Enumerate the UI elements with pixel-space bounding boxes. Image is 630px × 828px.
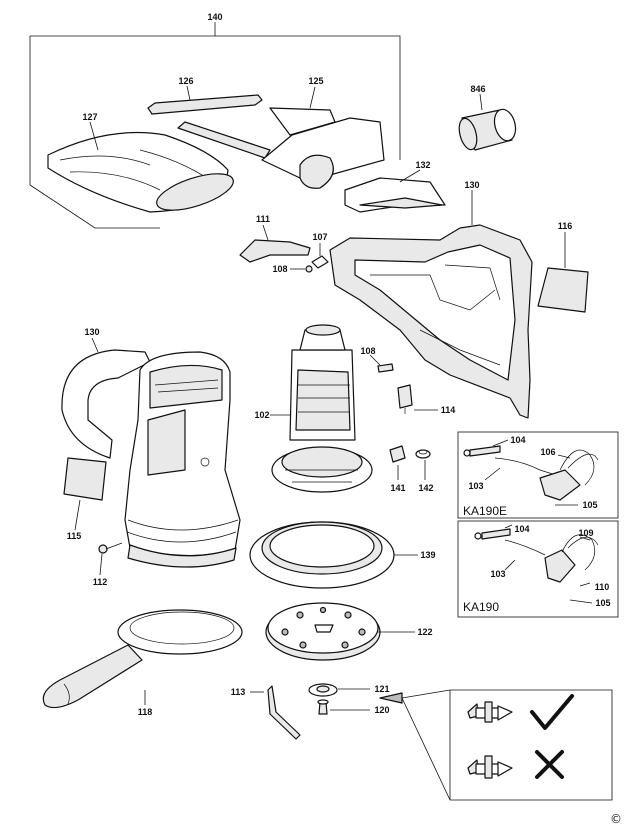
part-126-plate[interactable] xyxy=(147,85,263,115)
check-mark-icon xyxy=(530,694,574,730)
label-121: 121 xyxy=(374,684,389,694)
label-115: 115 xyxy=(67,531,82,541)
label-141: 141 xyxy=(390,483,405,493)
part-122-sanding-pad[interactable] xyxy=(265,602,415,661)
label-132: 132 xyxy=(415,160,430,170)
label-118: 118 xyxy=(138,707,153,717)
label-113: 113 xyxy=(231,687,246,697)
model-label-ka190e: KA190E xyxy=(463,504,507,518)
part-112-screw[interactable] xyxy=(98,542,123,576)
label-108-mid: 108 xyxy=(360,346,375,356)
label-102: 102 xyxy=(254,410,269,420)
part-142-spring[interactable] xyxy=(415,449,431,480)
label-120: 120 xyxy=(374,705,389,715)
model-label-ka190: KA190 xyxy=(463,600,499,614)
part-107-spring[interactable] xyxy=(311,243,329,269)
cross-mark-icon xyxy=(535,750,564,779)
part-141-brush-holder[interactable] xyxy=(389,445,406,480)
dust-kit-group-bracket xyxy=(29,22,401,229)
label-116: 116 xyxy=(558,221,573,231)
label-106: 106 xyxy=(540,447,555,457)
label-109: 109 xyxy=(578,528,593,538)
part-132-nozzle[interactable] xyxy=(344,169,446,213)
label-103-ka190e: 103 xyxy=(468,481,483,491)
part-130-housing-half[interactable] xyxy=(329,190,533,419)
inset-ka190e xyxy=(457,431,619,519)
label-126: 126 xyxy=(178,76,193,86)
label-104-ka190: 104 xyxy=(514,524,529,534)
incorrect-assembly-illustration xyxy=(467,755,513,779)
part-139-skirt-ring[interactable] xyxy=(249,521,418,589)
label-103-ka190: 103 xyxy=(490,569,505,579)
label-105-ka190e: 105 xyxy=(582,500,597,510)
part-108-screw-2[interactable] xyxy=(369,354,394,373)
label-107: 107 xyxy=(312,232,327,242)
part-labels: 140 126 125 127 846 132 130 111 107 108 … xyxy=(67,12,622,826)
label-130-left: 130 xyxy=(84,327,99,337)
label-105-ka190: 105 xyxy=(595,598,610,608)
label-112: 112 xyxy=(93,577,108,587)
part-108-screw[interactable] xyxy=(290,265,313,273)
part-118-side-handle[interactable] xyxy=(42,609,243,709)
part-111-switch-lever[interactable] xyxy=(239,224,311,263)
label-108-top: 108 xyxy=(272,264,287,274)
part-130-sander-body[interactable] xyxy=(61,337,241,568)
part-120-screw[interactable] xyxy=(317,699,370,715)
part-114-carbon-brush[interactable] xyxy=(397,384,438,414)
part-125-adapter[interactable] xyxy=(177,86,385,189)
label-127: 127 xyxy=(82,112,97,122)
copyright-mark: © xyxy=(610,812,622,826)
label-104-ka190e: 104 xyxy=(510,435,525,445)
part-116-label[interactable] xyxy=(537,232,589,313)
label-139: 139 xyxy=(420,550,435,560)
part-102-motor[interactable] xyxy=(270,324,373,493)
label-110: 110 xyxy=(595,582,610,592)
inset-ka190 xyxy=(457,520,619,618)
label-140: 140 xyxy=(207,12,222,22)
label-846: 846 xyxy=(470,84,485,94)
label-130-top: 130 xyxy=(464,180,479,190)
label-142: 142 xyxy=(418,483,433,493)
assembly-instruction-panel xyxy=(379,689,613,801)
label-114: 114 xyxy=(441,405,456,415)
label-125: 125 xyxy=(308,76,323,86)
label-122: 122 xyxy=(417,627,432,637)
part-121-washer[interactable] xyxy=(308,683,370,697)
correct-assembly-illustration xyxy=(467,701,513,723)
part-115-label[interactable] xyxy=(63,457,107,531)
label-111: 111 xyxy=(256,214,270,224)
part-113-hex-key[interactable] xyxy=(250,685,301,740)
part-846-adaptor[interactable] xyxy=(456,93,519,152)
part-127-dust-bag[interactable] xyxy=(47,121,237,218)
